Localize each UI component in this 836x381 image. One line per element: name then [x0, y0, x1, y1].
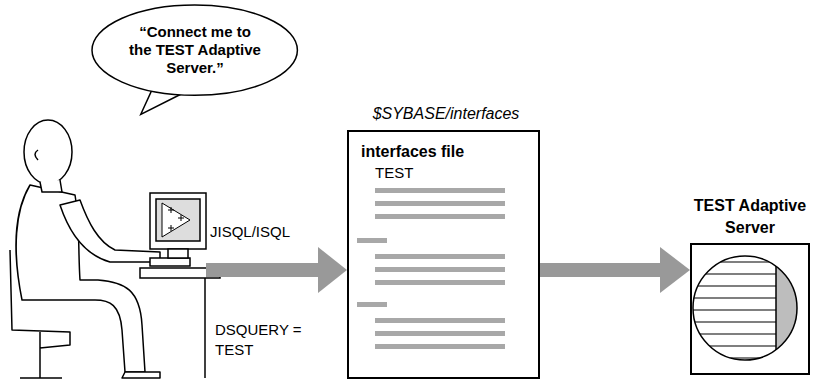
- disc-shade: [776, 250, 806, 370]
- bubble-ellipse: [92, 5, 297, 95]
- arm: [60, 200, 160, 262]
- screen-icon: [162, 203, 190, 237]
- keyboard: [150, 258, 190, 266]
- disc-stripe: [690, 333, 776, 334]
- client-label: JISQL/ISQL: [210, 222, 310, 242]
- arrow-head: [318, 247, 347, 293]
- server-heading: TEST Adaptive Server: [683, 195, 817, 239]
- ear: [35, 150, 38, 160]
- file-entry-bar: [357, 302, 387, 307]
- file-entry-bar: [357, 238, 387, 243]
- file-entry-bar: [375, 254, 505, 259]
- file-entry-bar: [375, 201, 505, 206]
- monitor-stand: [168, 249, 188, 258]
- file-entries: [357, 188, 505, 349]
- disc-outline: [693, 256, 797, 360]
- file-entry-bar: [375, 280, 505, 285]
- disc-stripe: [690, 345, 776, 346]
- disc-stripe: [690, 261, 776, 262]
- server-heading-wrap: TEST Adaptive Server: [683, 195, 817, 239]
- disc-stripe: [690, 273, 776, 274]
- disc-stripe: [690, 297, 776, 298]
- server-entry-name: TEST: [349, 161, 538, 182]
- disc-stripe: [690, 321, 776, 322]
- person-illustration: [10, 120, 160, 378]
- speech-text: “Connect me to the TEST Adaptive Server.…: [129, 23, 261, 77]
- neck: [40, 180, 62, 192]
- file-heading: interfaces file: [349, 132, 538, 161]
- disc-stripe: [690, 309, 776, 310]
- adaptive-server-box: TEST Adaptive Server: [690, 243, 810, 375]
- file-entry-bar: [375, 188, 505, 193]
- arrow-shaft: [206, 263, 320, 277]
- file-entry-bar: [375, 214, 505, 219]
- file-entry-bar: [375, 267, 505, 272]
- file-entry-bar: [375, 331, 505, 336]
- server-disc: [690, 250, 806, 370]
- desk-leg: [204, 278, 206, 378]
- flow-arrow: [540, 247, 690, 293]
- file-entry-bar: [375, 318, 505, 323]
- foot: [122, 372, 160, 378]
- screen-plus: [168, 207, 184, 231]
- interfaces-file-box: interfaces fileTEST: [347, 130, 540, 379]
- disc-divider: [775, 250, 777, 370]
- arrow-head: [660, 247, 690, 293]
- arrow-shaft: [540, 263, 662, 277]
- disc-stripe: [690, 285, 776, 286]
- bubble-tail-joint: [156, 85, 181, 91]
- monitor-screen: [156, 199, 200, 241]
- file-entry-bar: [375, 344, 505, 349]
- monitor: [150, 193, 206, 249]
- bubble-text-wrap: “Connect me to the TEST Adaptive Server.…: [129, 23, 261, 77]
- computer-illustration: [140, 193, 220, 378]
- speech-bubble: “Connect me to the TEST Adaptive Server.…: [91, 4, 298, 96]
- request-arrow: [206, 247, 347, 293]
- head: [24, 120, 72, 184]
- file-path-label: $SYBASE/interfaces: [356, 104, 536, 124]
- env-variable-label: DSQUERY = TEST: [215, 320, 309, 360]
